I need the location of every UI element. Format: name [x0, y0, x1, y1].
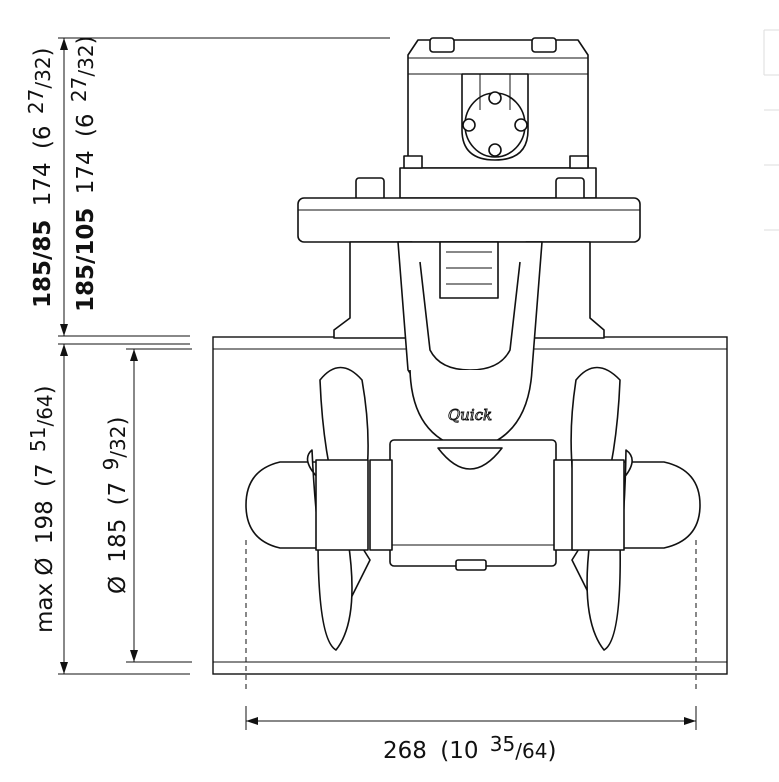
nose-cones: [245, 461, 701, 549]
height-dimension-lines: [58, 37, 390, 337]
width-label: 268 (10 35/64): [383, 732, 556, 764]
width-dimension-line: [245, 706, 697, 730]
right-propeller: [570, 366, 633, 651]
left-propeller: [306, 366, 371, 651]
gear-leg: [333, 241, 605, 451]
motor-housing: [399, 37, 597, 199]
height-label-185-85: 185/85 174 (6 27/32): [24, 47, 56, 308]
quick-logo: Quick: [447, 406, 492, 425]
tunnel-dimension-lines: [58, 343, 192, 675]
svg-text:Quick: Quick: [448, 406, 492, 424]
tunnel-inner-diameter-label: Ø 185 (7 9/32): [99, 417, 131, 595]
tunnel-outer-diameter-label: max Ø 198 (7 51/64): [26, 385, 58, 633]
height-label-185-105: 185/105 174 (6 27/32): [67, 35, 99, 312]
edge-artifacts: [763, 29, 779, 231]
gear-housing: [369, 439, 577, 571]
